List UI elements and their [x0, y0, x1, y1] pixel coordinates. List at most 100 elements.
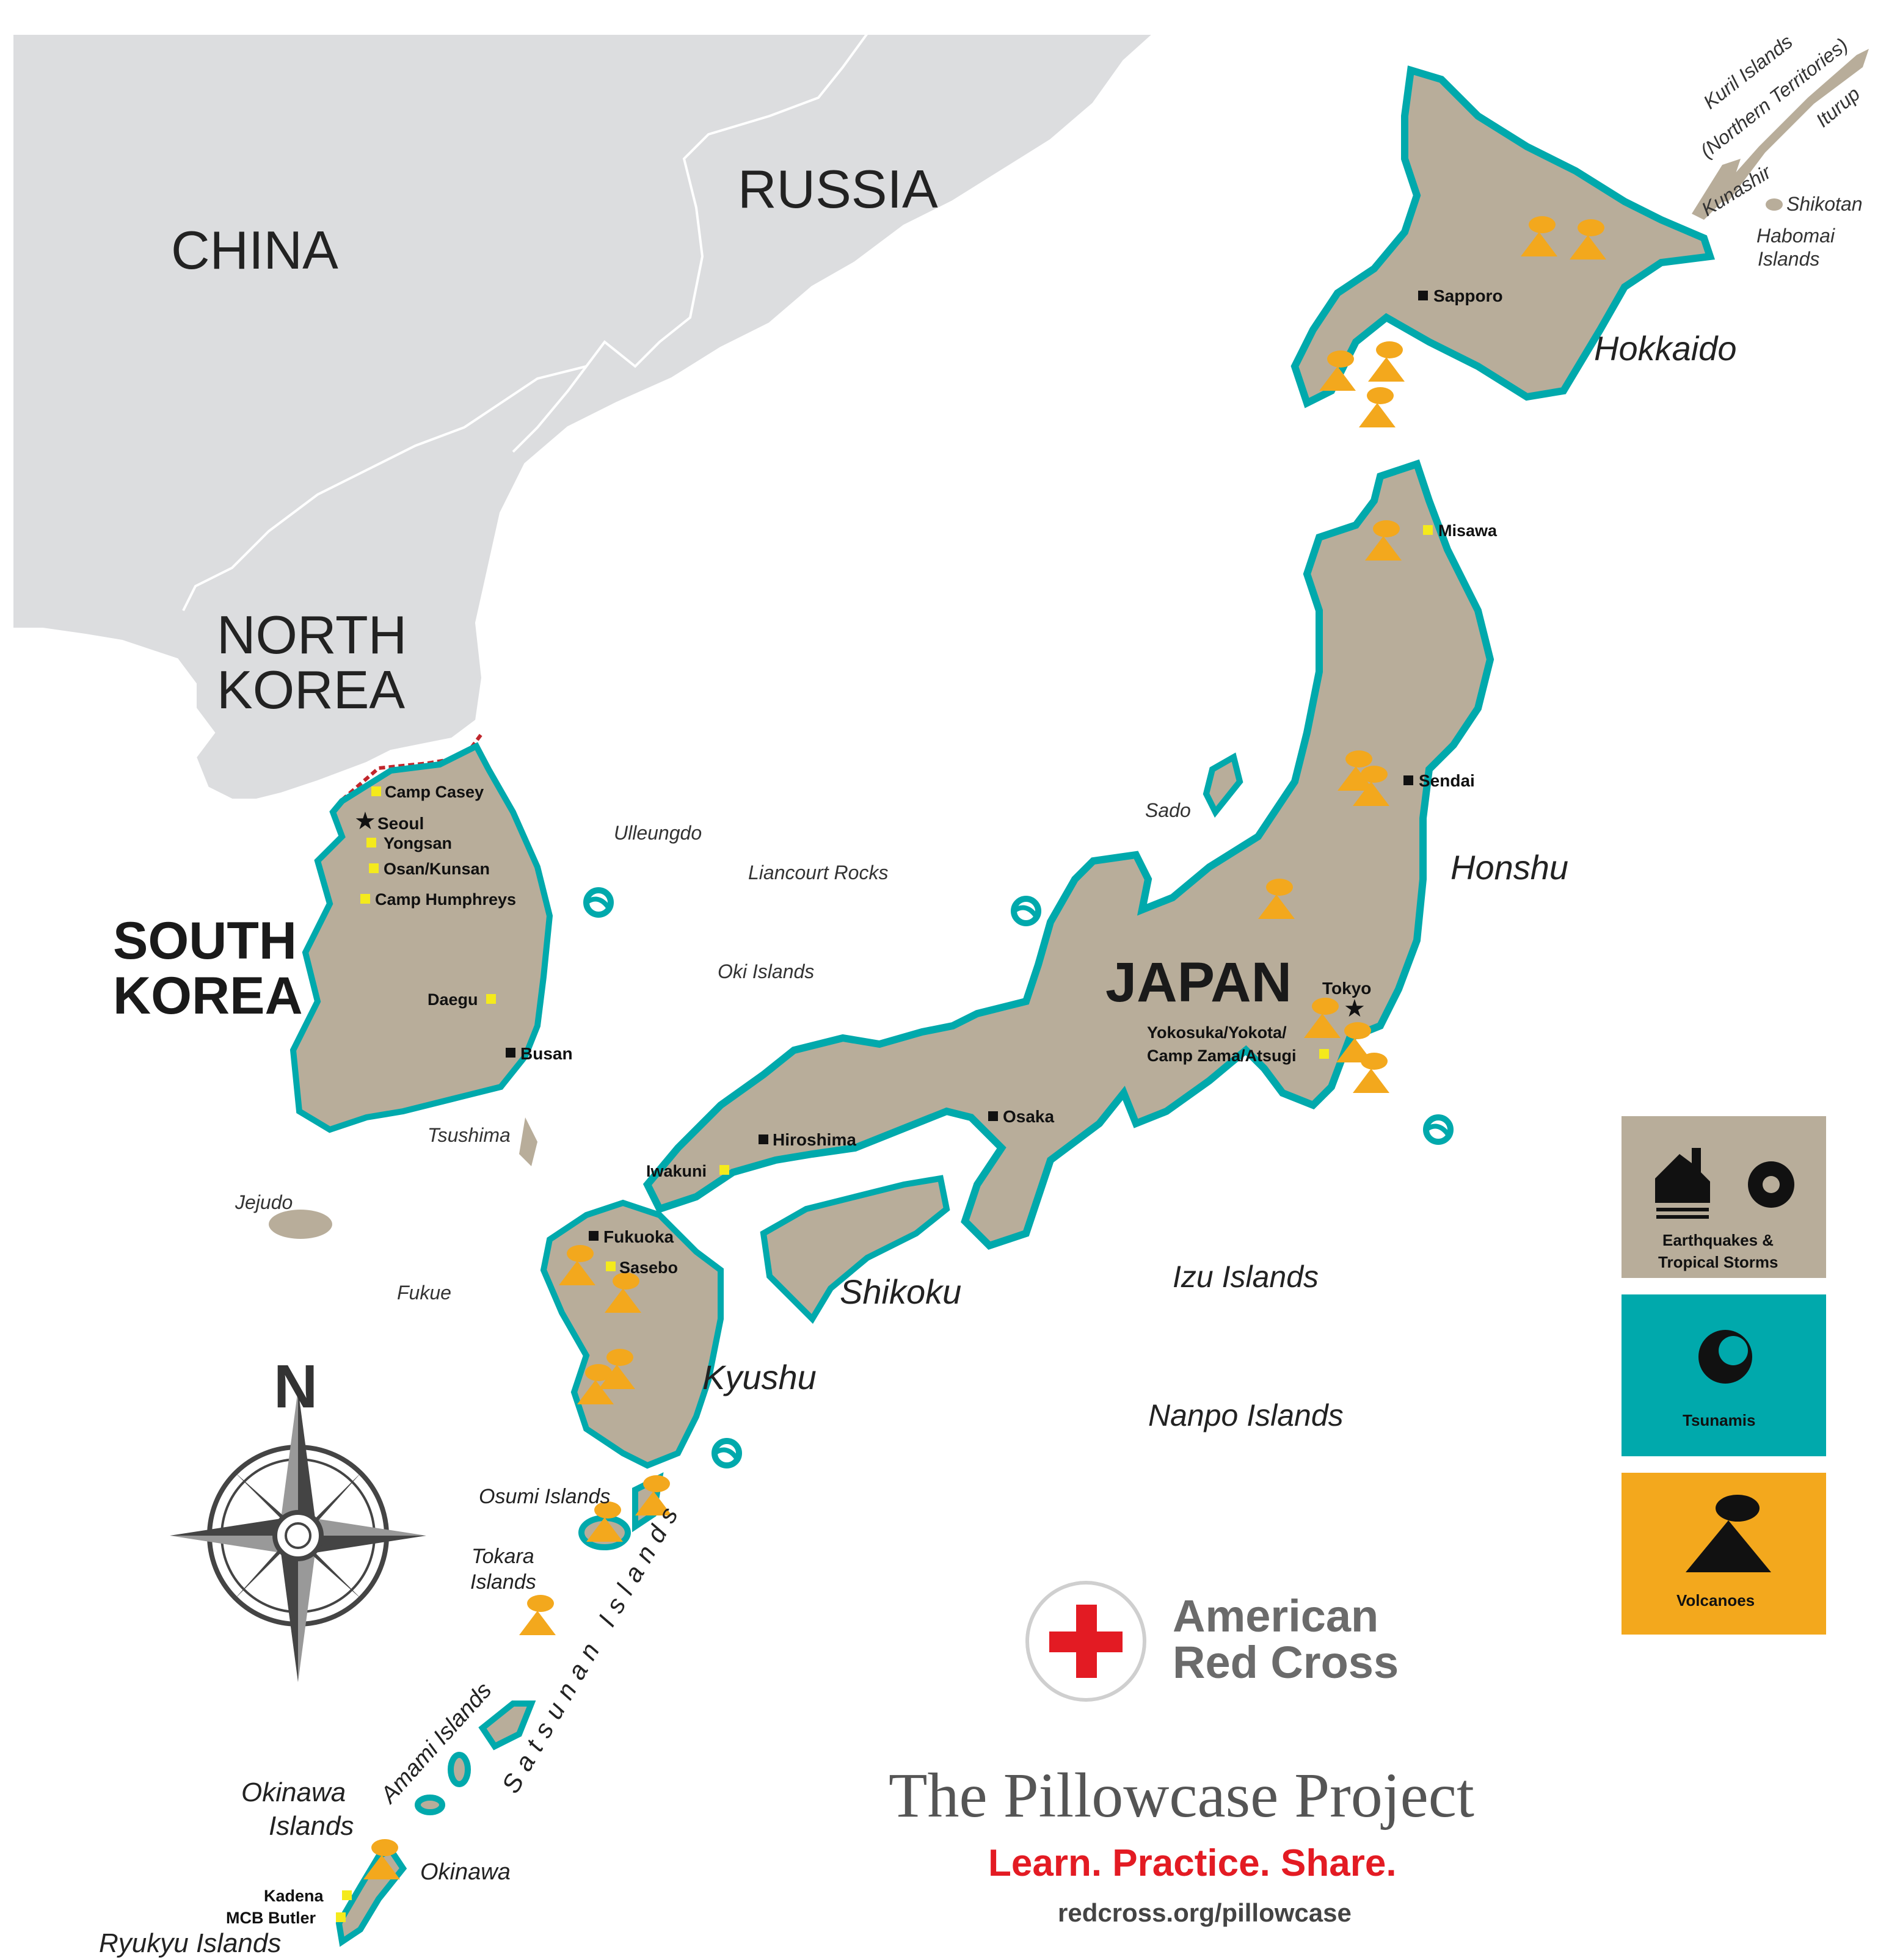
tokunoshima — [448, 1752, 471, 1787]
red-cross-logo — [1025, 1581, 1146, 1702]
city-label-sapporo: Sapporo — [1433, 286, 1503, 305]
tsushima-land — [519, 1117, 537, 1166]
volcano-icon — [1353, 1053, 1389, 1093]
volcano-icon — [1338, 750, 1374, 791]
volcano-icon — [599, 1349, 635, 1389]
volcano-icon — [605, 1272, 641, 1313]
label-jejudo: Jejudo — [235, 1191, 293, 1213]
okinoerabu — [415, 1795, 445, 1815]
region-okinawa: Okinawa — [420, 1859, 511, 1885]
region-honshu: Honshu — [1450, 848, 1568, 887]
region-kyushu: Kyushu — [702, 1358, 817, 1396]
region-okinawa-islands-2: Islands — [269, 1811, 354, 1841]
label-habomai-2: Islands — [1758, 248, 1819, 270]
tokyo-star-icon: ★ — [1344, 995, 1366, 1023]
brand-project: The Pillowcase Project — [889, 1760, 1474, 1831]
volcano-icons — [363, 216, 1606, 1879]
border-china-russia — [512, 32, 868, 453]
sasebo-marker — [606, 1261, 616, 1271]
jejudo-land — [269, 1210, 332, 1239]
base-markers — [336, 525, 1433, 1922]
sapporo-marker — [1418, 291, 1428, 300]
label-oki: Oki Islands — [718, 960, 814, 982]
city-label-hiroshima: Hiroshima — [773, 1130, 856, 1149]
amami-land — [478, 1700, 536, 1751]
tsunami-icon — [712, 1438, 742, 1468]
region-amami: Amami Islands — [375, 1678, 497, 1809]
misawa-marker — [1423, 525, 1433, 535]
country-label-north-korea-2: KOREA — [217, 659, 405, 720]
country-label-russia: RUSSIA — [738, 159, 938, 219]
base-label-yokosuka-1: Yokosuka/Yokota/ — [1147, 1023, 1287, 1042]
label-fukue: Fukue — [397, 1282, 451, 1304]
yokosuka-marker — [1319, 1049, 1329, 1059]
mcb-butler-marker — [336, 1912, 346, 1922]
brand-org-line2: Red Cross — [1173, 1637, 1399, 1688]
label-tsushima: Tsushima — [428, 1124, 511, 1146]
brand-tagline: Learn. Practice. Share. — [988, 1842, 1397, 1884]
busan-marker — [506, 1048, 515, 1058]
tsunami-icon — [583, 887, 614, 918]
country-label-south-korea-1: SOUTH — [113, 912, 297, 970]
base-label-mcb-butler: MCB Butler — [226, 1909, 316, 1927]
asian-mainland — [11, 32, 1158, 801]
shikotan — [1766, 198, 1783, 211]
tsunami-icons — [583, 887, 1454, 1468]
kuril-islands — [1710, 49, 1869, 201]
city-label-fukuoka: Fukuoka — [603, 1227, 674, 1246]
country-label-china: CHINA — [171, 220, 338, 280]
region-shikoku: Shikoku — [840, 1272, 961, 1311]
volcano-icon — [1319, 350, 1356, 391]
dmz-line — [341, 731, 484, 802]
sado-land — [1203, 752, 1243, 818]
hokkaido-land — [1290, 65, 1716, 408]
tsunami-icon — [1423, 1114, 1454, 1145]
base-label-yongsan: Yongsan — [384, 834, 452, 852]
city-label-osaka: Osaka — [1003, 1107, 1054, 1126]
volcano-icon — [519, 1595, 556, 1635]
volcano-icon — [1368, 341, 1405, 382]
tsunami-icon — [1011, 896, 1041, 926]
base-label-yokosuka-2: Camp Zama/Atsugi — [1147, 1047, 1297, 1065]
volcano-icon — [363, 1839, 400, 1879]
region-izu: Izu Islands — [1173, 1260, 1319, 1294]
camp-casey-marker — [371, 786, 381, 796]
base-label-sasebo: Sasebo — [619, 1258, 678, 1277]
iwakuni-marker — [719, 1165, 729, 1175]
south-korea-land — [289, 742, 553, 1133]
volcano-icon — [559, 1245, 595, 1285]
fukuoka-marker — [589, 1231, 599, 1241]
osan-marker — [369, 863, 379, 873]
hurricane-icon — [1748, 1161, 1794, 1208]
volcano-legend-icon — [1686, 1495, 1771, 1572]
legend-eq-label-2: Tropical Storms — [1658, 1253, 1778, 1271]
base-label-camp-casey: Camp Casey — [385, 783, 484, 801]
shikoku-land — [760, 1175, 950, 1324]
volcano-icon — [1570, 219, 1606, 260]
city-label-seoul: Seoul — [377, 814, 424, 833]
city-label-sendai: Sendai — [1419, 771, 1475, 790]
region-osumi: Osumi Islands — [479, 1485, 610, 1508]
volcano-icon — [586, 1501, 623, 1542]
volcano-icon — [1304, 998, 1341, 1038]
city-label-tokyo: Tokyo — [1322, 979, 1371, 998]
base-label-misawa: Misawa — [1438, 521, 1498, 540]
tsunami-legend-icon — [1698, 1330, 1752, 1384]
border-china-nk — [182, 365, 587, 611]
label-shikotan: Shikotan — [1786, 193, 1863, 215]
humphreys-marker — [360, 894, 370, 904]
yongsan-marker — [366, 838, 376, 848]
country-label-south-korea-2: KOREA — [113, 967, 303, 1025]
country-label-japan: JAPAN — [1105, 951, 1292, 1014]
seoul-star-icon: ★ — [354, 807, 376, 835]
compass-rose — [170, 1389, 426, 1682]
legend-volcano-label: Volcanoes — [1676, 1591, 1755, 1610]
sendai-marker — [1403, 775, 1413, 785]
legend-eq-label-1: Earthquakes & — [1662, 1231, 1774, 1249]
volcano-icon — [1359, 387, 1396, 427]
brand-org-line1: American — [1173, 1591, 1378, 1641]
region-okinawa-islands-1: Okinawa — [241, 1777, 346, 1807]
hiroshima-marker — [759, 1134, 768, 1144]
osaka-marker — [988, 1111, 998, 1121]
label-liancourt: Liancourt Rocks — [748, 862, 888, 884]
